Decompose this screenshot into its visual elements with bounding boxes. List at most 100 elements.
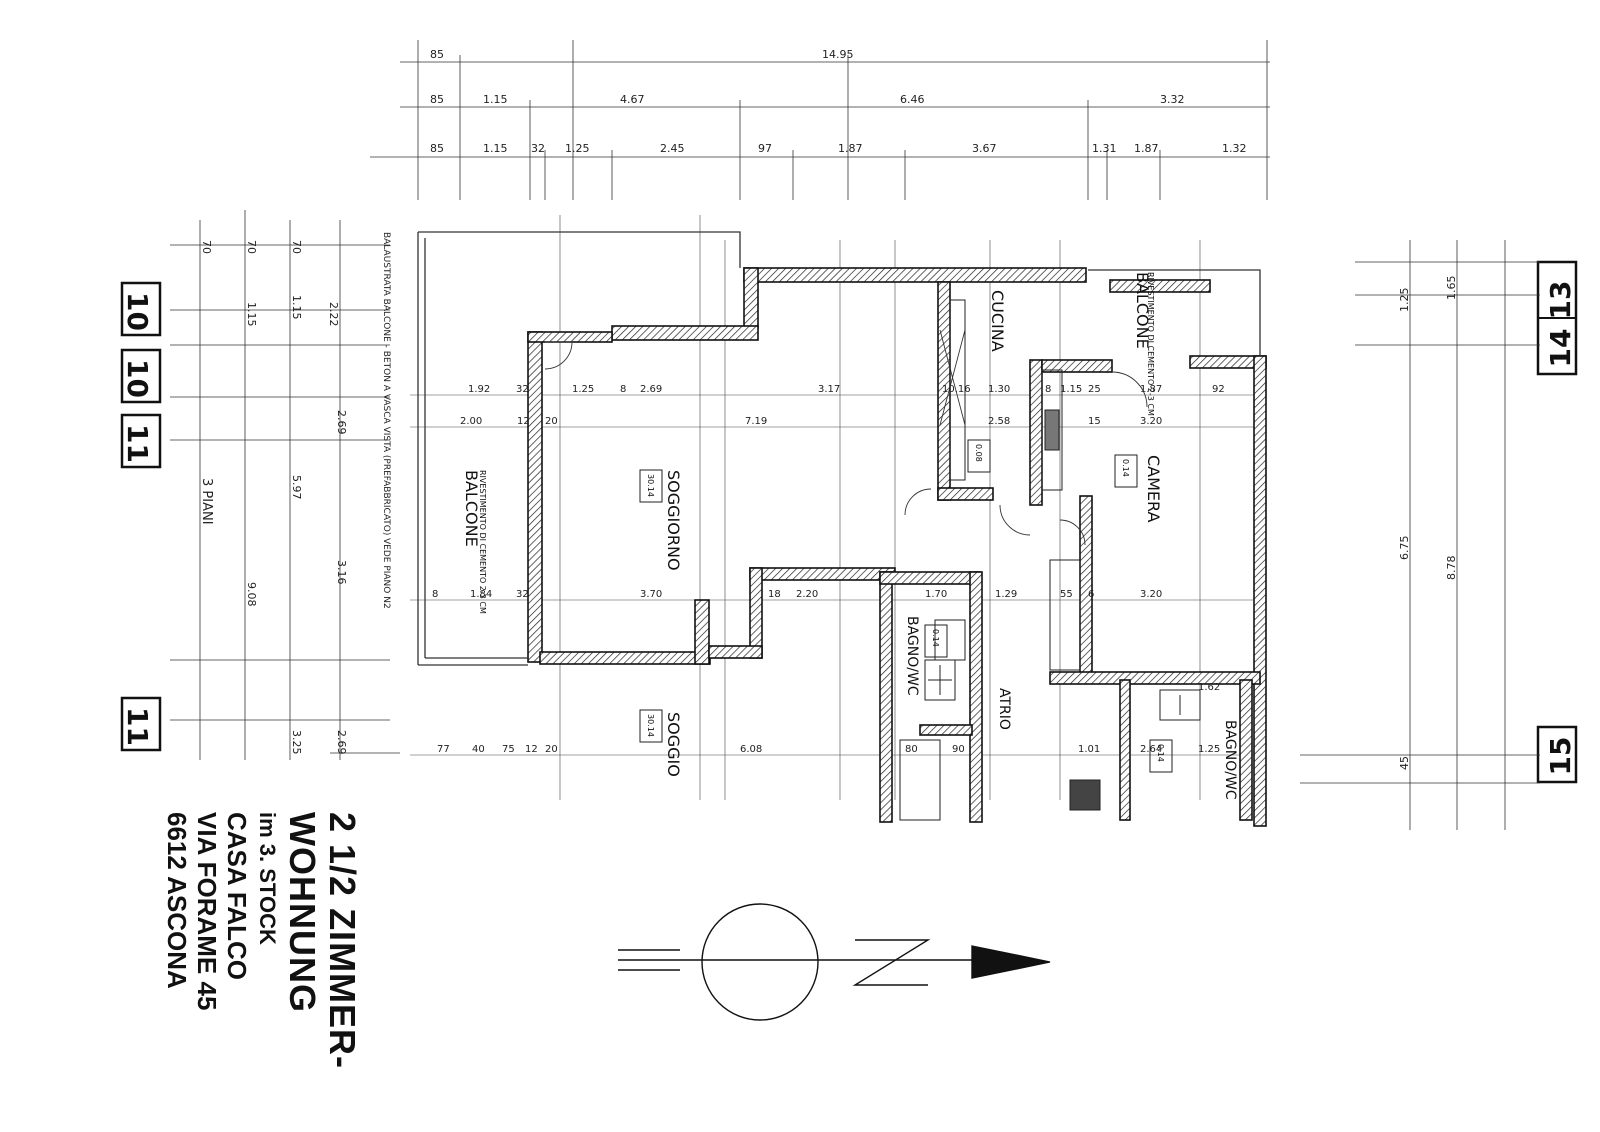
area-boxes <box>639 439 1173 773</box>
dim-label: 1.70 <box>925 589 947 600</box>
dim-label: 2.20 <box>796 589 818 600</box>
dim-label: 3.17 <box>818 384 840 395</box>
dim-label: 14.95 <box>822 48 854 61</box>
three-floors-note: 3 PIANI <box>199 478 214 525</box>
dim-label: 7.19 <box>745 416 767 427</box>
axis-label: 10 <box>121 292 154 331</box>
vedi-piano-note: VEDE PIANO N2 <box>381 538 391 609</box>
dim-label: 85 <box>430 142 444 155</box>
room-label-balcone-west: BALCONE <box>462 470 481 547</box>
dim-label: 1.15 <box>290 295 303 320</box>
dim-label: 1.30 <box>988 384 1010 395</box>
title-city: 6612 ASCONA <box>162 812 192 989</box>
dim-label: 3.20 <box>1140 416 1162 427</box>
top-dimension-chains <box>370 40 1270 200</box>
axis-label: 13 <box>1544 281 1577 320</box>
dim-label: 3.25 <box>290 730 303 755</box>
dim-label: 2.22 <box>327 302 340 327</box>
plan-notes: BALAUSTRATA BALCONE - BETON A VASCA VIST… <box>381 232 391 609</box>
dim-label: 20 <box>545 744 558 755</box>
left-dimension-chains <box>170 210 400 760</box>
room-label-soggiorno2: SOGGIO <box>664 712 683 777</box>
dim-label: 97 <box>758 142 772 155</box>
room-label-bagno-2: BAGNO/WC <box>1222 720 1238 800</box>
dim-label: 1.87 <box>1140 384 1162 395</box>
inner-dimension-lines <box>410 215 1265 800</box>
dim-label: 70 <box>200 240 213 254</box>
axis-label: 11 <box>121 424 154 463</box>
dim-label: 77 <box>437 744 450 755</box>
dim-label: 6 <box>1088 589 1094 600</box>
dim-label: 20 <box>545 416 558 427</box>
axis-label: 14 <box>1544 329 1577 368</box>
dim-label: 45 <box>1398 756 1411 770</box>
dim-label: 1.25 <box>1398 288 1411 313</box>
north-arrow <box>618 903 1051 1021</box>
dim-label: 18 <box>768 589 781 600</box>
area-value: 0.14 <box>1121 459 1130 477</box>
dim-label: 1.87 <box>1134 142 1159 155</box>
dim-label: 32 <box>516 384 529 395</box>
door-swings <box>544 329 1148 546</box>
dim-label: 1.25 <box>565 142 590 155</box>
dim-label: 1.25 <box>1198 744 1220 755</box>
title-block: 2 1/2 ZIMMER- WOHNUNG im 3. STOCK CASA F… <box>122 812 363 1070</box>
dim-label: 1.87 <box>838 142 863 155</box>
dim-label: 8 <box>1045 384 1051 395</box>
dim-label: 85 <box>430 48 444 61</box>
dim-label: 6.75 <box>1398 536 1411 561</box>
balcone-west-note: RIVESTIMENTO DI CEMENTO 2-3 CM <box>478 470 487 614</box>
dim-label: 1.62 <box>1198 682 1220 693</box>
title-line-1: 2 1/2 ZIMMER- <box>322 812 363 1070</box>
title-line-2: WOHNUNG <box>282 812 323 1013</box>
dim-label: 6.08 <box>740 744 762 755</box>
room-label-balcone-east: BALCONE <box>1133 272 1152 349</box>
dim-label: 1.29 <box>995 589 1017 600</box>
dim-label: 6.46 <box>900 93 925 106</box>
dim-label: 70 <box>245 240 258 254</box>
dim-label: 2.45 <box>660 142 685 155</box>
area-values: 30.14 30.14 0.08 0.14 0.14 0.14 <box>646 444 1165 762</box>
dim-label: 80 <box>905 744 918 755</box>
top-dimension-labels: 85 14.95 85 1.15 4.67 6.46 3.32 85 1.15 … <box>430 48 1247 155</box>
dim-label: 8 <box>620 384 626 395</box>
dim-label: 1.15 <box>483 142 508 155</box>
dim-label: 3.70 <box>640 589 662 600</box>
right-dimension-labels: 1.25 1.65 6.75 8.78 45 <box>1398 276 1458 771</box>
dim-label: 55 <box>1060 589 1073 600</box>
dim-label: 40 <box>472 744 485 755</box>
area-value: 0.08 <box>974 444 983 462</box>
area-value: 0.14 <box>1156 744 1165 762</box>
room-label-cucina: CUCINA <box>988 290 1007 352</box>
dim-label: 2.64 <box>1140 744 1162 755</box>
walls <box>527 267 1267 827</box>
balustrade-note: BALAUSTRATA BALCONE - BETON A VASCA VIST… <box>381 232 391 535</box>
room-label-bagno-1: BAGNO/WC <box>904 616 920 696</box>
dim-label: 10.16 <box>942 384 971 395</box>
dim-label: 1.15 <box>483 93 508 106</box>
dim-label: 1.01 <box>1078 744 1100 755</box>
dim-label: 1.31 <box>1092 142 1117 155</box>
dim-label: 92 <box>1212 384 1225 395</box>
area-value: 30.14 <box>646 474 655 497</box>
dim-label: 25 <box>1088 384 1101 395</box>
dim-label: 70 <box>290 240 303 254</box>
axis-label: 10 <box>121 359 154 398</box>
area-value: 0.14 <box>931 629 940 647</box>
room-label-camera: CAMERA <box>1144 455 1163 523</box>
room-label-atrio: ATRIO <box>996 688 1012 730</box>
dim-label: 32 <box>531 142 545 155</box>
right-dimension-chains <box>1300 240 1540 830</box>
fixtures <box>899 299 1201 821</box>
dim-label: 5.97 <box>290 475 303 500</box>
dim-label: 2.58 <box>988 416 1010 427</box>
dim-label: 15 <box>1088 416 1101 427</box>
area-value: 30.14 <box>646 714 655 737</box>
dim-label: 2.69 <box>640 384 662 395</box>
dim-label: 8.78 <box>1445 556 1458 581</box>
dim-label: 12 <box>517 416 530 427</box>
balcone-east-note: RIVESTIMENTO DI CEMENTO 2-3 CM <box>1146 272 1155 416</box>
dim-label: 3.16 <box>335 560 348 585</box>
left-dimension-labels: 70 70 70 1.15 1.15 2.22 2.69 5.97 3.16 9… <box>199 240 348 755</box>
dim-label: 12 <box>525 744 538 755</box>
